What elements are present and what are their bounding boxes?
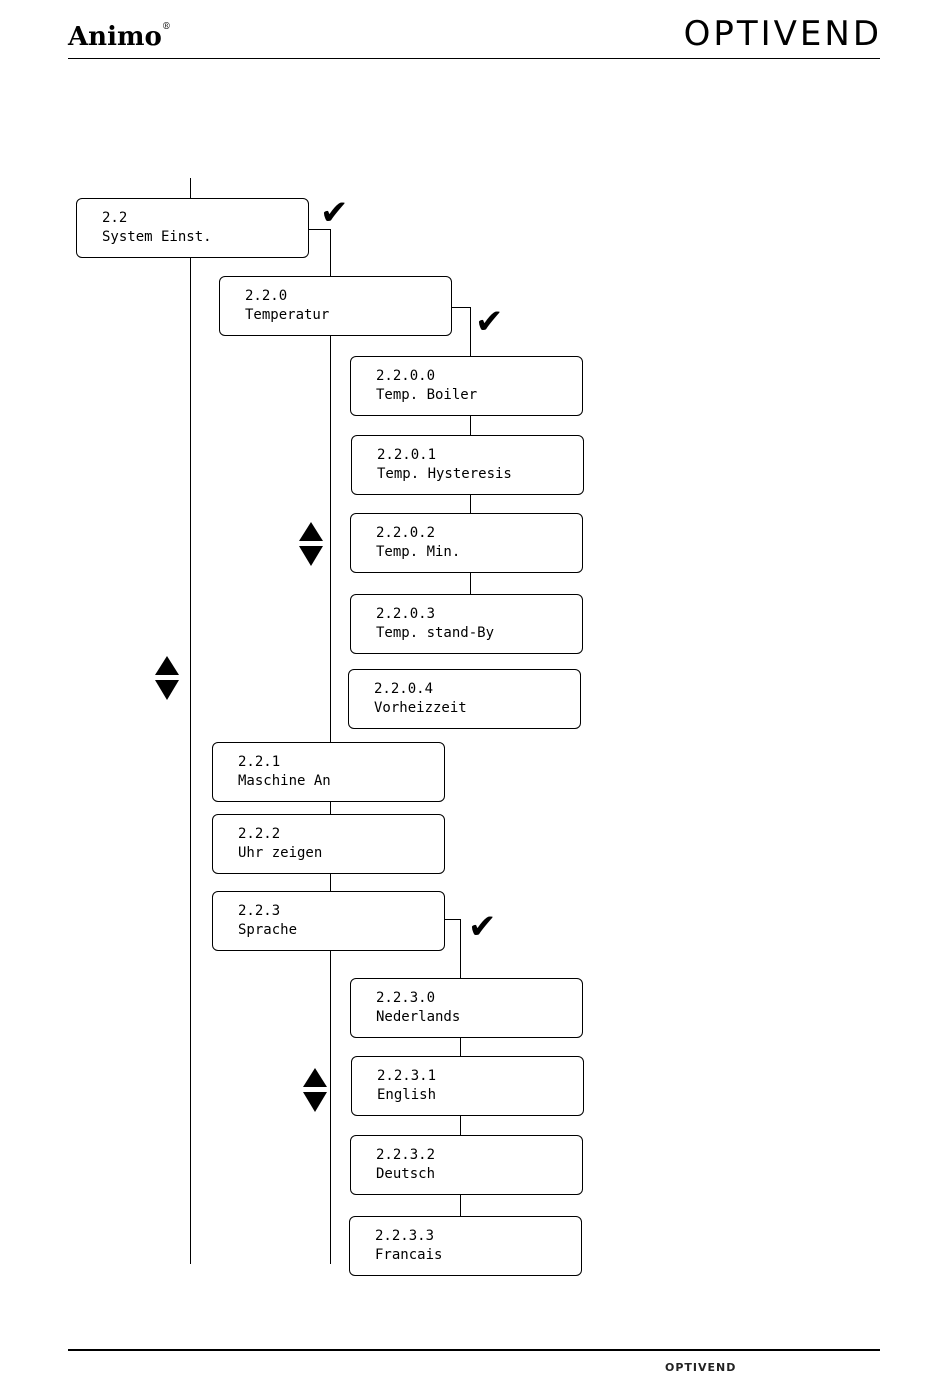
menu-item-2-2-3-0: 2.2.3.0 Nederlands — [350, 978, 583, 1038]
menu-item-2-2-0-0: 2.2.0.0 Temp. Boiler — [350, 356, 583, 416]
menu-item-2-2-0-4: 2.2.0.4 Vorheizzeit — [348, 669, 581, 729]
animo-logo: Animo® — [68, 22, 171, 52]
menu-item-2-2-0-3: 2.2.0.3 Temp. stand-By — [350, 594, 583, 654]
menu-item-2-2-0: 2.2.0 Temperatur — [219, 276, 452, 336]
menu-item-2-2-3-1: 2.2.3.1 English — [351, 1056, 584, 1116]
menu-code: 2.2.3.2 — [376, 1147, 435, 1163]
animo-logo-text: Animo — [68, 22, 162, 52]
menu-label: System Einst. — [102, 229, 212, 245]
menu-code: 2.2.0.3 — [376, 606, 435, 622]
menu-code: 2.2.0.1 — [377, 447, 436, 463]
menu-item-2-2-1: 2.2.1 Maschine An — [212, 742, 445, 802]
menu-item-2-2: 2.2 System Einst. — [76, 198, 309, 258]
menu-label: English — [377, 1087, 436, 1103]
menu-item-2-2-0-2: 2.2.0.2 Temp. Min. — [350, 513, 583, 573]
check-mark-icon: ✔ — [475, 305, 504, 339]
check-mark-icon: ✔ — [320, 196, 349, 230]
up-down-arrow-icon — [299, 522, 323, 566]
menu-label: Temp. stand-By — [376, 625, 494, 641]
temperatur-connector-h — [452, 307, 471, 308]
menu-label: Nederlands — [376, 1009, 460, 1025]
sprache-connector-h — [445, 919, 461, 920]
main-trunk-line — [190, 178, 191, 1264]
menu-label: Sprache — [238, 922, 297, 938]
menu-label: Temp. Min. — [376, 544, 460, 560]
menu-code: 2.2.0.2 — [376, 525, 435, 541]
menu-code: 2.2.3 — [238, 903, 280, 919]
menu-label: Deutsch — [376, 1166, 435, 1182]
menu-item-2-2-3-2: 2.2.3.2 Deutsch — [350, 1135, 583, 1195]
menu-code: 2.2.2 — [238, 826, 280, 842]
check-mark-icon: ✔ — [468, 910, 497, 944]
menu-code: 2.2.0.0 — [376, 368, 435, 384]
menu-code: 2.2.0.4 — [374, 681, 433, 697]
menu-item-2-2-3: 2.2.3 Sprache — [212, 891, 445, 951]
menu-label: Temp. Boiler — [376, 387, 477, 403]
menu-label: Maschine An — [238, 773, 331, 789]
menu-code: 2.2 — [102, 210, 127, 226]
menu-code: 2.2.3.3 — [375, 1228, 434, 1244]
registered-mark: ® — [162, 22, 171, 32]
footer-divider — [68, 1349, 880, 1351]
up-down-arrow-icon — [155, 656, 179, 700]
footer-optivend-logo: OPTIVEND — [665, 1361, 736, 1374]
menu-item-2-2-2: 2.2.2 Uhr zeigen — [212, 814, 445, 874]
menu-label: Temperatur — [245, 307, 329, 323]
menu-code: 2.2.1 — [238, 754, 280, 770]
menu-code: 2.2.3.1 — [377, 1068, 436, 1084]
menu-item-2-2-3-3: 2.2.3.3 Francais — [349, 1216, 582, 1276]
menu-label: Uhr zeigen — [238, 845, 322, 861]
menu-label: Vorheizzeit — [374, 700, 467, 716]
menu-code: 2.2.3.0 — [376, 990, 435, 1006]
menu-label: Temp. Hysteresis — [377, 466, 512, 482]
up-down-arrow-icon — [303, 1068, 327, 1112]
menu-label: Francais — [375, 1247, 442, 1263]
menu-item-2-2-0-1: 2.2.0.1 Temp. Hysteresis — [351, 435, 584, 495]
header-divider — [68, 58, 880, 59]
optivend-logo: OPTIVEND — [684, 14, 882, 54]
menu-code: 2.2.0 — [245, 288, 287, 304]
